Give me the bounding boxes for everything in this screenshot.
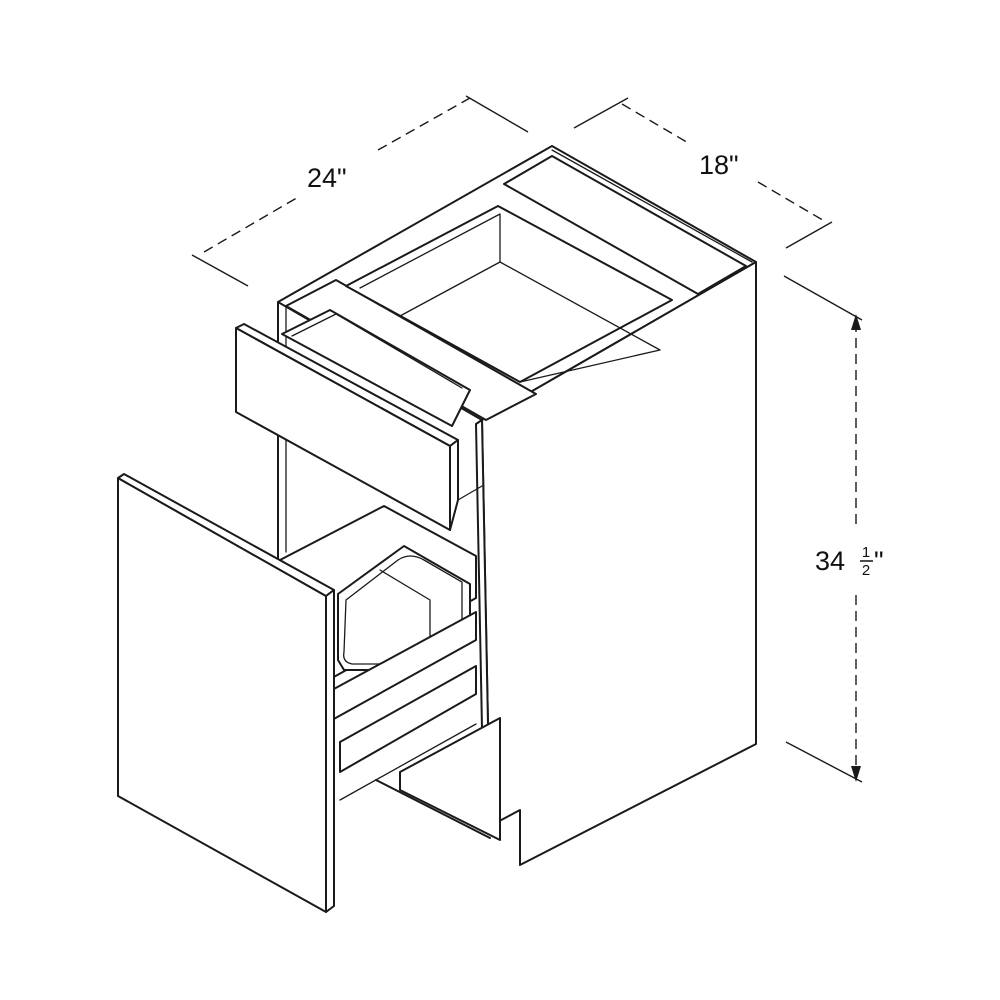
height-label-unit: " (874, 546, 884, 576)
file-drawer-front[interactable] (117, 477, 327, 913)
width-label: 24" (307, 163, 347, 193)
top-drawer[interactable] (235, 309, 483, 531)
depth-dimension-line-left (621, 103, 691, 145)
width-dimension: 24" (191, 95, 529, 287)
depth-dimension-line-right (757, 181, 827, 223)
file-drawer-front-edge (325, 589, 335, 913)
height-label-numerator: 1 (862, 544, 870, 561)
top-drawer-box-rim (291, 313, 463, 389)
bottom-edge (375, 779, 491, 839)
height-arrow-bottom (851, 766, 861, 782)
file-drawer[interactable] (117, 473, 477, 913)
height-extension-bottom (785, 741, 863, 783)
rear-top-rail (503, 155, 747, 295)
height-label-denominator: 2 (862, 562, 870, 579)
width-extension-left (191, 254, 249, 287)
depth-extension-left (573, 97, 629, 129)
width-dimension-line-left (203, 195, 301, 253)
width-extension-right (465, 95, 529, 133)
height-arrow-top (851, 314, 861, 330)
depth-extension-right (785, 221, 833, 249)
width-dimension-line-right (377, 97, 471, 151)
height-dimension: 34 1 2 " (783, 275, 884, 783)
cavity-inner-wall (359, 213, 501, 317)
file-basket-inner (379, 569, 431, 637)
depth-label: 18" (699, 150, 739, 180)
cavity-floor-edge (499, 261, 661, 383)
top-drawer-box (281, 309, 471, 427)
depth-dimension: 18" (573, 97, 833, 249)
top-drawer-front-edge (449, 439, 459, 531)
top-back-edge (551, 149, 753, 263)
upper-drawer-cavity (345, 205, 673, 383)
height-extension-top (783, 275, 863, 321)
height-label-whole: 34 (815, 546, 845, 576)
file-drawer-bottom-edge (339, 723, 477, 801)
toe-kick (399, 717, 501, 841)
top-drawer-slide (457, 485, 483, 501)
file-drawer-bottom-rail (339, 665, 477, 773)
